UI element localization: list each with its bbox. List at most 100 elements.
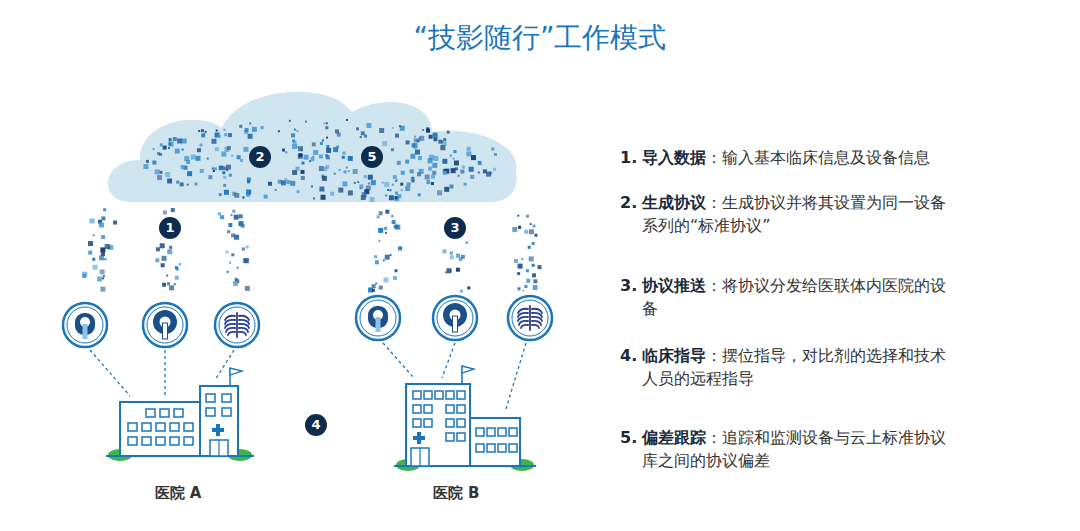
item-description: ：输入基本临床信息及设备信息	[706, 148, 930, 167]
data-pixel	[346, 167, 348, 169]
data-pixel	[156, 247, 160, 251]
data-pixel	[478, 171, 480, 173]
data-pixel	[359, 184, 363, 188]
ct-icon	[356, 296, 400, 340]
item-text: 偏差跟踪：追踪和监测设备与云上标准协议库之间的协议偏差	[642, 426, 956, 472]
data-pixel	[100, 247, 105, 252]
callout-number: 5	[361, 146, 383, 168]
data-pixel	[437, 190, 442, 195]
data-pixel	[233, 281, 238, 286]
data-pixel	[371, 180, 376, 185]
data-pixel	[348, 190, 353, 195]
data-pixel	[446, 268, 451, 273]
data-pixel	[99, 223, 104, 228]
data-pixel	[294, 129, 296, 131]
data-pixel	[99, 255, 104, 260]
data-pixel	[433, 137, 437, 141]
data-pixel	[383, 278, 388, 283]
data-pixel	[382, 141, 387, 146]
hospital-name: 医院 B	[433, 484, 480, 503]
data-pixel	[291, 133, 295, 137]
data-pixel	[374, 255, 377, 258]
data-pixel	[227, 230, 230, 233]
data-pixel	[414, 138, 418, 142]
data-pixel	[450, 155, 452, 157]
data-pixel	[103, 275, 105, 277]
data-pixel	[344, 170, 347, 173]
data-pixel	[391, 215, 393, 217]
data-pixel	[538, 265, 542, 269]
data-pixel	[433, 156, 438, 161]
data-pixel	[298, 154, 303, 159]
data-pixel	[456, 268, 460, 272]
data-pixel	[385, 210, 389, 214]
data-pixel	[396, 179, 398, 181]
data-pixel	[342, 181, 347, 186]
data-pixel	[165, 172, 170, 177]
data-pixel	[414, 136, 416, 138]
data-pixel	[393, 175, 397, 179]
data-pixel	[97, 277, 102, 282]
data-pixel	[304, 155, 309, 160]
data-pixel	[237, 267, 239, 269]
data-pixel	[237, 155, 241, 159]
data-pixel	[160, 143, 163, 146]
data-pixel	[231, 233, 235, 237]
mri-icon	[433, 296, 477, 340]
data-pixel	[364, 135, 367, 138]
data-pixel	[418, 193, 421, 196]
data-pixel	[518, 287, 521, 290]
data-pixel	[227, 146, 231, 150]
data-pixel	[401, 171, 405, 175]
data-pixel	[244, 147, 249, 152]
data-pixel	[176, 181, 179, 184]
data-pixel	[533, 285, 538, 290]
data-pixel	[82, 272, 87, 277]
list-item: 2.生成协议：生成协议并将其设置为同一设备系列的“标准协议”	[620, 191, 956, 237]
data-pixel	[222, 171, 225, 174]
data-pixel	[105, 244, 110, 249]
item-text: 生成协议：生成协议并将其设置为同一设备系列的“标准协议”	[642, 191, 956, 237]
data-pixel	[312, 142, 316, 146]
data-pixel	[101, 216, 105, 220]
data-pixel	[385, 255, 390, 260]
data-pixel	[450, 255, 454, 259]
data-pixel	[213, 170, 215, 172]
data-pixel	[242, 196, 244, 198]
data-pixel	[325, 154, 328, 157]
data-pixel	[89, 218, 94, 223]
data-pixel	[422, 129, 424, 131]
data-pixel	[467, 147, 471, 151]
data-pixel	[200, 144, 203, 147]
data-pixel	[532, 264, 535, 267]
data-pixel	[223, 176, 226, 179]
data-pixel	[431, 175, 435, 179]
data-pixel	[205, 131, 207, 133]
data-pixel	[313, 150, 318, 155]
list-item: 4.临床指导：摆位指导，对比剂的选择和技术人员的远程指导	[620, 344, 956, 390]
data-pixel	[320, 142, 323, 145]
data-pixel	[517, 215, 519, 217]
data-pixel	[334, 173, 336, 175]
data-pixel	[521, 258, 523, 260]
data-pixel	[470, 175, 474, 179]
data-pixel	[517, 272, 520, 275]
data-pixel	[353, 169, 358, 174]
data-pixel	[524, 230, 528, 234]
data-pixel	[247, 180, 250, 183]
data-pixel	[419, 169, 424, 174]
data-pixel	[143, 164, 148, 169]
data-pixel	[356, 127, 359, 130]
data-pixel	[268, 182, 272, 186]
data-pixel	[278, 130, 280, 132]
data-pixel	[180, 182, 184, 186]
data-pixel	[460, 170, 464, 174]
data-pixel	[218, 135, 221, 138]
data-pixel	[461, 255, 465, 259]
data-pixel	[103, 208, 106, 211]
data-pixel	[92, 265, 97, 270]
data-pixel	[368, 175, 373, 180]
data-pixel	[431, 182, 434, 185]
data-pixel	[163, 210, 167, 214]
data-pixel	[375, 260, 379, 264]
